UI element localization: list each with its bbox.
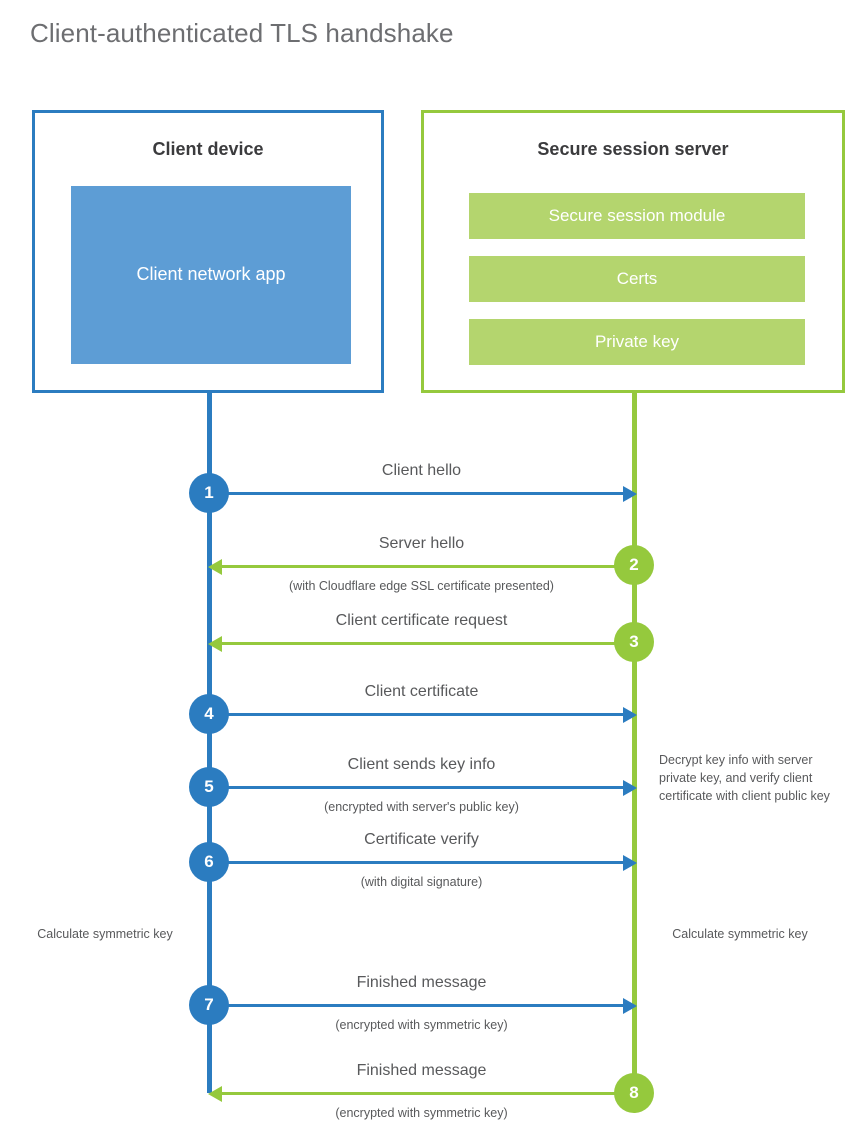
message-line-3 (222, 642, 634, 645)
message-line-2 (222, 565, 634, 568)
client-device-panel: Client device Client network app (32, 110, 384, 393)
step-marker-8: 8 (614, 1073, 654, 1113)
secure-session-server-title: Secure session server (537, 139, 729, 159)
server-bar-certs: Certs (469, 256, 805, 302)
message-sublabel-6: (with digital signature) (360, 875, 483, 889)
message-line-7 (209, 1004, 623, 1007)
message-label-5: Client sends key info (347, 756, 496, 773)
step-marker-6: 6 (189, 842, 229, 882)
message-sublabel-2: (with Cloudflare edge SSL certificate pr… (289, 579, 554, 593)
arrow-left-icon-8 (208, 1086, 222, 1102)
message-line-1 (209, 492, 623, 495)
page-title: Client-authenticated TLS handshake (30, 18, 454, 48)
step-marker-7: 7 (189, 985, 229, 1025)
arrow-left-icon-3 (208, 636, 222, 652)
step-marker-3: 3 (614, 622, 654, 662)
message-label-3: Client certificate request (335, 612, 508, 629)
step-marker-2: 2 (614, 545, 654, 585)
message-label-2: Server hello (378, 535, 465, 552)
note-server-decrypt: Decrypt key info with server private key… (659, 753, 830, 803)
step-marker-5: 5 (189, 767, 229, 807)
message-sublabel-7: (encrypted with symmetric key) (335, 1018, 508, 1032)
server-bar-secure-session-module: Secure session module (469, 193, 805, 239)
server-bar-private-key: Private key (469, 319, 805, 365)
arrow-left-icon-2 (208, 559, 222, 575)
message-label-8: Finished message (356, 1062, 487, 1079)
client-device-title: Client device (152, 139, 264, 159)
message-line-6 (209, 861, 623, 864)
arrow-right-icon-5 (623, 780, 637, 796)
client-network-app-box: Client network app (71, 186, 351, 364)
arrow-right-icon-1 (623, 486, 637, 502)
message-line-4 (209, 713, 623, 716)
message-line-8 (222, 1092, 634, 1095)
message-label-6: Certificate verify (364, 831, 479, 848)
message-line-5 (209, 786, 623, 789)
server-lifeline (632, 393, 637, 1093)
message-sublabel-8: (encrypted with symmetric key) (335, 1106, 508, 1120)
step-marker-4: 4 (189, 694, 229, 734)
note-server-calculate-symmetric-key: Calculate symmetric key (672, 927, 808, 941)
secure-session-server-panel: Secure session server Secure session mod… (421, 110, 845, 393)
message-label-4: Client certificate (364, 683, 479, 700)
arrow-right-icon-7 (623, 998, 637, 1014)
message-label-1: Client hello (381, 462, 462, 479)
arrow-right-icon-4 (623, 707, 637, 723)
message-label-7: Finished message (356, 974, 487, 991)
client-lifeline (207, 393, 212, 1093)
note-client-calculate-symmetric-key: Calculate symmetric key (37, 927, 173, 941)
step-marker-1: 1 (189, 473, 229, 513)
message-sublabel-5: (encrypted with server's public key) (324, 800, 519, 814)
arrow-right-icon-6 (623, 855, 637, 871)
